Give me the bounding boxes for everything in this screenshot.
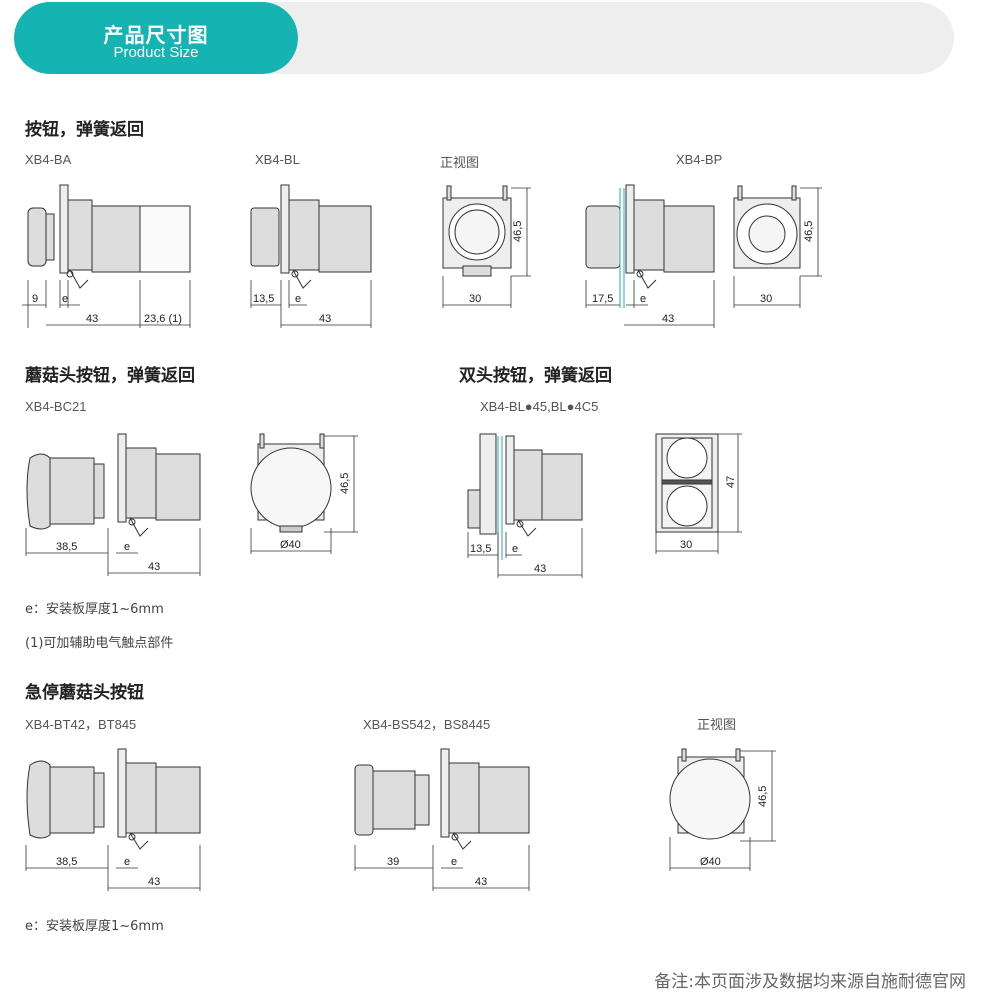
dim-bt-e: e bbox=[124, 856, 130, 868]
dim-bt-385: 38,5 bbox=[56, 856, 77, 868]
section-title-emergency-stop: 急停蘑菇头按钮 bbox=[25, 683, 144, 703]
dim-bp-front-465: 46,5 bbox=[803, 221, 815, 242]
header-title-en: Product Size bbox=[113, 44, 199, 61]
model-label-xb4-bs542: XB4-BS542，BS8445 bbox=[363, 717, 491, 732]
dim-ba-236: 23,6 (1) bbox=[144, 313, 182, 325]
model-label-xb4-bl45: XB4-BL●45,BL●4C5 bbox=[480, 399, 599, 414]
drawing-xb4-bl45-front: 47 30 bbox=[655, 433, 742, 554]
dim-bp-front-30: 30 bbox=[760, 293, 772, 305]
drawing-xb4-bc21-front: 46,5 Ø40 bbox=[250, 433, 358, 554]
model-label-xb4-bl: XB4-BL bbox=[255, 152, 300, 167]
drawing-xb4-bp-side: 17,5 e 43 bbox=[585, 184, 715, 328]
dim-bp-175: 17,5 bbox=[592, 293, 613, 305]
dim-ba-e: e bbox=[62, 293, 68, 305]
dim-bt-43: 43 bbox=[148, 876, 160, 888]
note-plate-thickness: e：安装板厚度1~6mm bbox=[25, 602, 164, 617]
drawing-xb4-bt42-side: 38,5 e 43 bbox=[25, 748, 201, 891]
dim-front-465: 46,5 bbox=[512, 221, 524, 242]
dim-bc-front-465: 46,5 bbox=[339, 473, 351, 494]
dim-es-front-d40: Ø40 bbox=[700, 856, 721, 868]
dim-bc-385: 38,5 bbox=[56, 541, 77, 553]
dim-dbl-43: 43 bbox=[534, 563, 546, 575]
dim-dbl-e: e bbox=[512, 543, 518, 555]
drawing-xb4-bs542-side: 39 e 43 bbox=[354, 748, 530, 891]
section-title-spring-return: 按钮，弹簧返回 bbox=[25, 120, 144, 140]
drawing-xb4-bc21-side: 38,5 e 43 bbox=[25, 433, 201, 576]
section-title-mushroom: 蘑菇头按钮，弹簧返回 bbox=[25, 366, 195, 386]
dim-es-front-465: 46,5 bbox=[757, 786, 769, 807]
dim-bs-39: 39 bbox=[387, 856, 399, 868]
dim-dbl-front-47: 47 bbox=[725, 476, 737, 488]
model-label-front-view-2: 正视图 bbox=[697, 717, 737, 732]
drawing-emergency-front: 46,5 Ø40 bbox=[669, 748, 776, 871]
drawing-xb4-bl45-side: 13,5 e 43 bbox=[467, 433, 583, 578]
footer-note: 备注:本页面涉及数据均来源自施耐德官网 bbox=[654, 972, 966, 992]
dim-bl-43: 43 bbox=[319, 313, 331, 325]
header-title-cn: 产品尺寸图 bbox=[103, 23, 209, 47]
dim-dbl-135: 13,5 bbox=[470, 543, 491, 555]
dim-dbl-front-30: 30 bbox=[680, 539, 692, 551]
dim-bs-e: e bbox=[451, 856, 457, 868]
note-plate-thickness-2: e：安装板厚度1~6mm bbox=[25, 919, 164, 934]
model-label-front-view: 正视图 bbox=[440, 155, 480, 170]
dim-bp-e: e bbox=[640, 293, 646, 305]
dim-bp-43: 43 bbox=[662, 313, 674, 325]
model-label-xb4-ba: XB4-BA bbox=[25, 152, 72, 167]
header-badge: 产品尺寸图 Product Size bbox=[14, 2, 298, 74]
drawing-front-view: 46,5 30 bbox=[442, 185, 531, 308]
section-title-double-head: 双头按钮，弹簧返回 bbox=[459, 366, 612, 386]
dim-bc-43: 43 bbox=[148, 561, 160, 573]
drawing-xb4-bp-front: 46,5 30 bbox=[733, 185, 822, 308]
dim-bc-front-d40: Ø40 bbox=[280, 539, 301, 551]
dim-ba-43: 43 bbox=[86, 313, 98, 325]
model-label-xb4-bp: XB4-BP bbox=[676, 152, 723, 167]
dim-front-30: 30 bbox=[469, 293, 481, 305]
note-aux-contact: (1)可加辅助电气触点部件 bbox=[25, 636, 174, 651]
drawing-xb4-ba-side: 9 e 43 23,6 (1) bbox=[22, 184, 191, 328]
dim-bs-43: 43 bbox=[475, 876, 487, 888]
dim-bc-e: e bbox=[124, 541, 130, 553]
dim-bl-e: e bbox=[295, 293, 301, 305]
dim-ba-9: 9 bbox=[32, 293, 38, 305]
drawing-xb4-bl-side: 13,5 e 43 bbox=[250, 184, 372, 328]
model-label-xb4-bc21: XB4-BC21 bbox=[25, 399, 87, 414]
model-label-xb4-bt42: XB4-BT42，BT845 bbox=[25, 717, 137, 732]
dim-bl-135: 13,5 bbox=[253, 293, 274, 305]
